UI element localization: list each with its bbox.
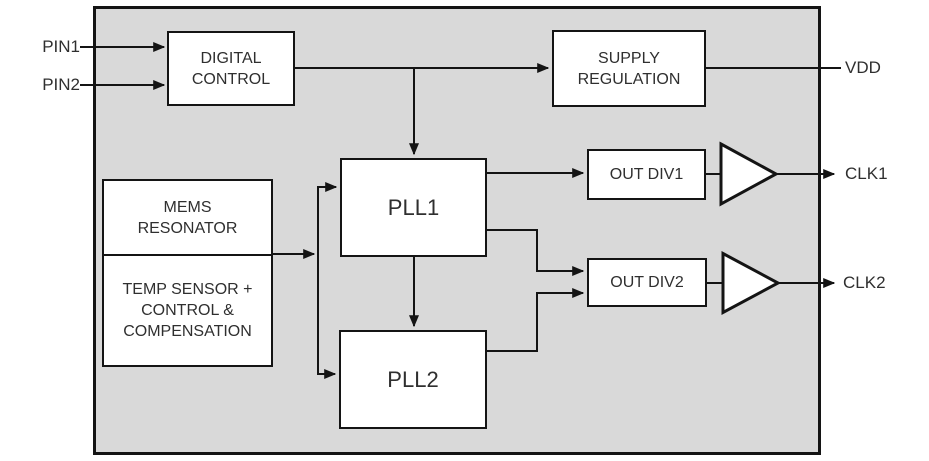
mems-block: MEMS RESONATOR TEMP SENSOR + CONTROL & C… — [102, 179, 273, 367]
pin2-label: PIN2 — [42, 75, 80, 94]
clk2-label: CLK2 — [843, 273, 886, 292]
digital-control-block: DIGITAL CONTROL — [167, 31, 295, 106]
out-div1-block: OUT DIV1 — [587, 149, 706, 200]
out-div2-block: OUT DIV2 — [587, 258, 707, 307]
pll1-label: PLL1 — [387, 194, 440, 220]
out-div2-label: OUT DIV2 — [610, 274, 684, 291]
clk1-buffer-icon — [719, 141, 780, 207]
pll1-block: PLL1 — [340, 158, 487, 257]
pll2-block: PLL2 — [339, 330, 487, 429]
temp-sensor-section: TEMP SENSOR + CONTROL & COMPENSATION — [104, 256, 271, 365]
clk2-buffer-icon — [721, 250, 782, 316]
pll1-to-outdiv2-wire — [487, 229, 585, 276]
clk1-label: CLK1 — [845, 164, 888, 183]
out-div1-label: OUT DIV1 — [609, 166, 684, 183]
vdd-label: VDD — [845, 58, 881, 77]
pin1-label: PIN1 — [42, 37, 80, 56]
mems-resonator-section: MEMS RESONATOR — [104, 181, 271, 256]
pll2-to-outdiv2-wire — [487, 288, 585, 352]
mems-resonator-label: MEMS RESONATOR — [137, 198, 238, 237]
supply-regulation-block: SUPPLY REGULATION — [552, 30, 706, 107]
temp-sensor-label: TEMP SENSOR + CONTROL & COMPENSATION — [122, 281, 253, 340]
supply-regulation-label: SUPPLY REGULATION — [577, 49, 681, 88]
digital-control-label: DIGITAL CONTROL — [191, 49, 271, 88]
pll2-label: PLL2 — [387, 366, 439, 392]
